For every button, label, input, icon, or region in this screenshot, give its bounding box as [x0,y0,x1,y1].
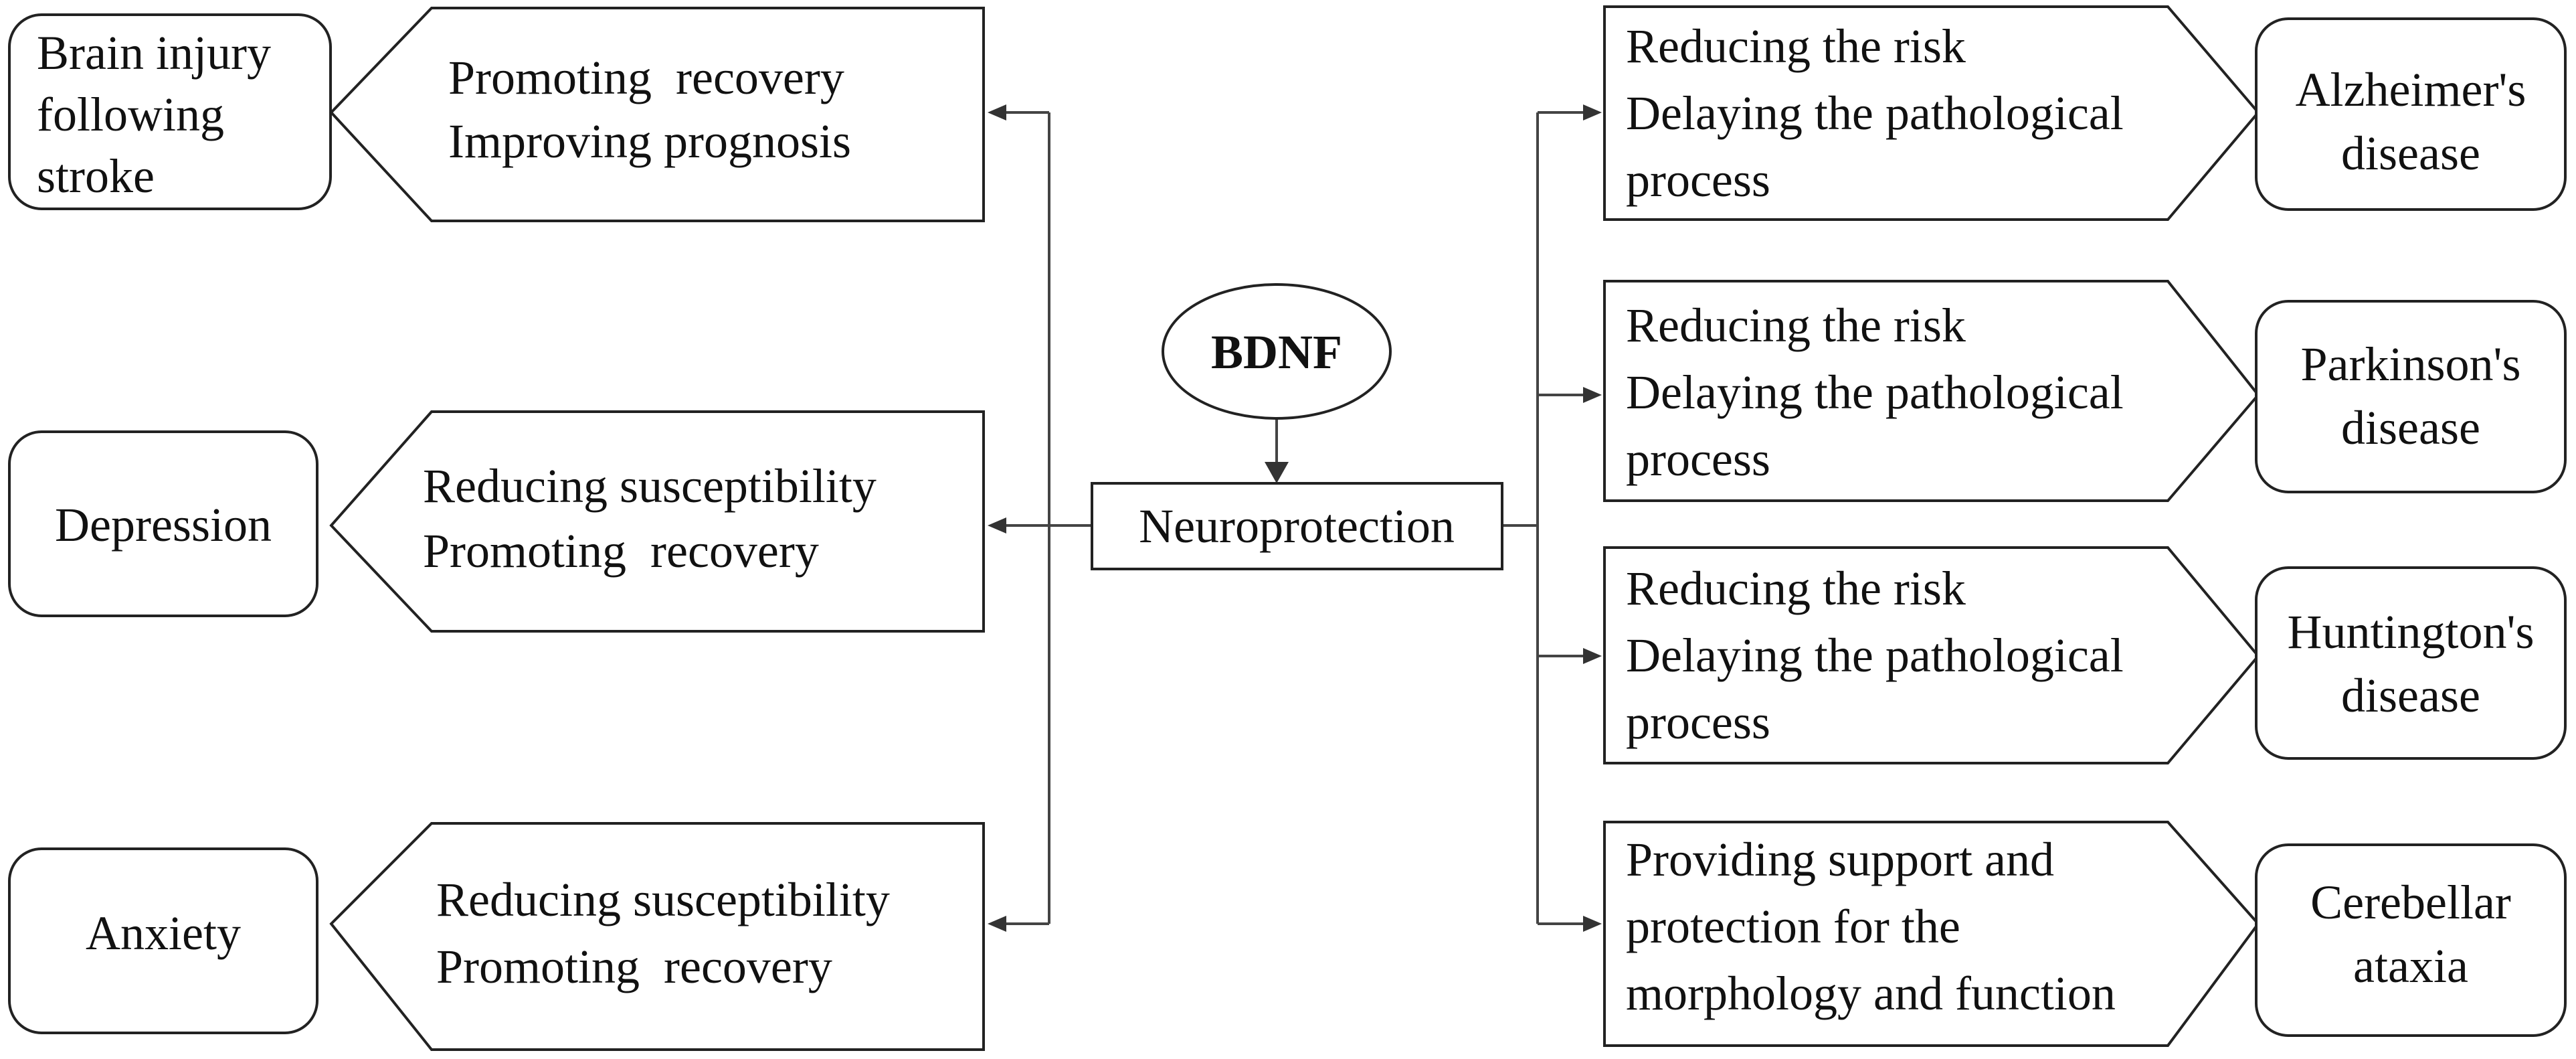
left-effect-box-3 [329,822,985,1051]
right-effect-4-line-3: morphology and function [1626,967,2116,1020]
right-branch-3-arrowhead [1583,648,1602,664]
right-effect-1-line-1: Reducing the risk [1626,19,1966,73]
right-effect-3-line-3: process [1626,696,1770,749]
right-branch-1-arrowhead [1583,104,1602,120]
left-effect-3-line-2: Promoting recovery [436,940,832,993]
right-row-3: Reducing the risk Delaying the pathologi… [1603,546,2567,764]
left-effect-1-line-1: Promoting recovery [448,51,844,104]
left-effect-2-line-1: Reducing susceptibility [423,459,877,513]
bdnf-label: BDNF [1211,325,1342,379]
right-effect-2-line-2: Delaying the pathological [1626,365,2124,419]
right-branch-2-arrowhead [1583,387,1602,403]
left-row-1: Brain injury following stroke Promoting … [8,7,985,222]
right-row-2: Reducing the risk Delaying the pathologi… [1603,280,2567,502]
left-effect-3-line-1: Reducing susceptibility [436,873,890,926]
right-branch-4-arrowhead [1583,916,1602,932]
right-effect-2-line-1: Reducing the risk [1626,299,1966,352]
right-effect-4-line-1: Providing support and [1626,833,2054,886]
neuroprotection-label: Neuroprotection [1139,499,1455,553]
right-effect-3-line-2: Delaying the pathological [1626,629,2124,682]
right-effect-box-1 [1603,5,2260,221]
right-effect-box-4 [1603,821,2260,1047]
right-effect-2-line-3: process [1626,432,1770,486]
bdnf-node: BDNF [1162,283,1392,420]
left-effect-2-line-2: Promoting recovery [423,524,819,578]
right-condition-box-1 [2255,17,2567,211]
right-effect-1-line-2: Delaying the pathological [1626,86,2124,140]
left-effect-1-line-2: Improving prognosis [448,114,851,168]
right-condition-2-line-2: disease [2341,401,2480,455]
left-branch-3-arrowhead [988,916,1006,932]
left-condition-box-2 [8,430,318,617]
right-condition-box-3 [2255,566,2567,760]
right-row-4: Providing support and protection for the… [1603,821,2567,1047]
left-row-3: Anxiety Reducing susceptibility Promotin… [8,822,985,1051]
bdnf-arrowhead [1265,462,1289,483]
left-effect-box-1 [329,7,985,222]
left-condition-1-line-1: Brain injury [37,26,271,80]
left-branch-2-arrowhead [988,517,1006,534]
right-row-1: Reducing the risk Delaying the pathologi… [1603,5,2567,221]
right-condition-4-line-1: Cerebellar [2310,876,2511,929]
connectors [988,104,1602,932]
right-effect-4-line-2: protection for the [1626,900,1960,953]
neuroprotection-box [1091,482,1503,570]
right-effect-3-line-1: Reducing the risk [1626,562,1966,615]
right-condition-box-4 [2255,843,2567,1037]
right-condition-1-line-1: Alzheimer's [2296,63,2526,116]
right-condition-2-line-1: Parkinson's [2301,337,2521,391]
right-effect-box-2 [1603,280,2260,502]
right-condition-4-line-2: ataxia [2353,939,2468,993]
right-condition-3-line-1: Huntington's [2288,605,2535,659]
left-condition-1-line-2: following [37,88,224,141]
right-condition-box-2 [2255,300,2567,493]
bdnf-ellipse [1162,283,1392,420]
neuroprotection-node: Neuroprotection [1091,482,1503,570]
left-condition-1-line-3: stroke [37,149,155,203]
left-condition-2-line-1: Depression [55,498,272,552]
left-row-2: Depression Reducing susceptibility Promo… [8,410,985,633]
right-condition-1-line-2: disease [2341,127,2480,180]
right-effect-1-line-3: process [1626,153,1770,207]
left-condition-3-line-1: Anxiety [86,906,241,960]
left-branch-1-arrowhead [988,104,1006,120]
left-effect-box-2 [329,410,985,633]
left-condition-box-3 [8,847,318,1034]
right-effect-box-3 [1603,546,2260,764]
right-condition-3-line-2: disease [2341,669,2480,722]
